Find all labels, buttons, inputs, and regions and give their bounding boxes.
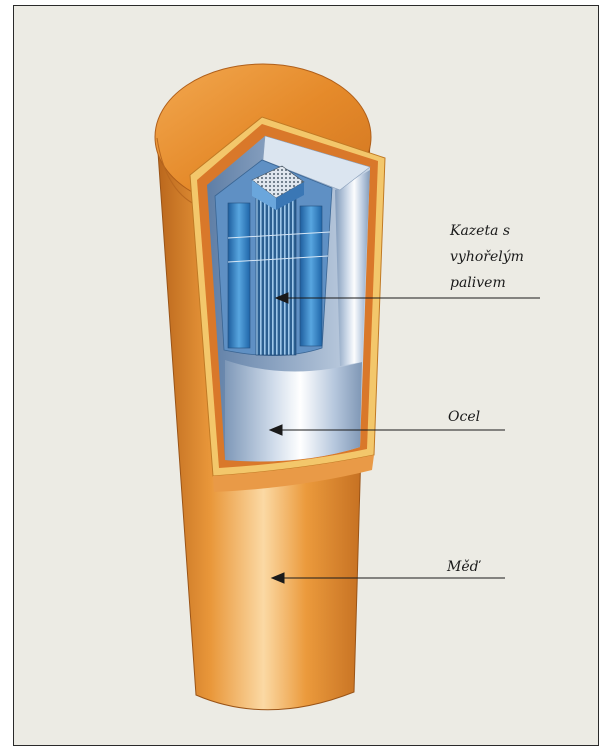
- label-fuel-cassette: Kazeta s vyhořelým palivem: [450, 218, 524, 296]
- label-fuel-cassette-line2: vyhořelým: [450, 244, 524, 270]
- label-fuel-cassette-line1: Kazeta s: [450, 218, 524, 244]
- label-copper: Měď: [447, 554, 479, 580]
- label-fuel-cassette-line3: palivem: [450, 270, 524, 296]
- label-steel: Ocel: [448, 404, 480, 430]
